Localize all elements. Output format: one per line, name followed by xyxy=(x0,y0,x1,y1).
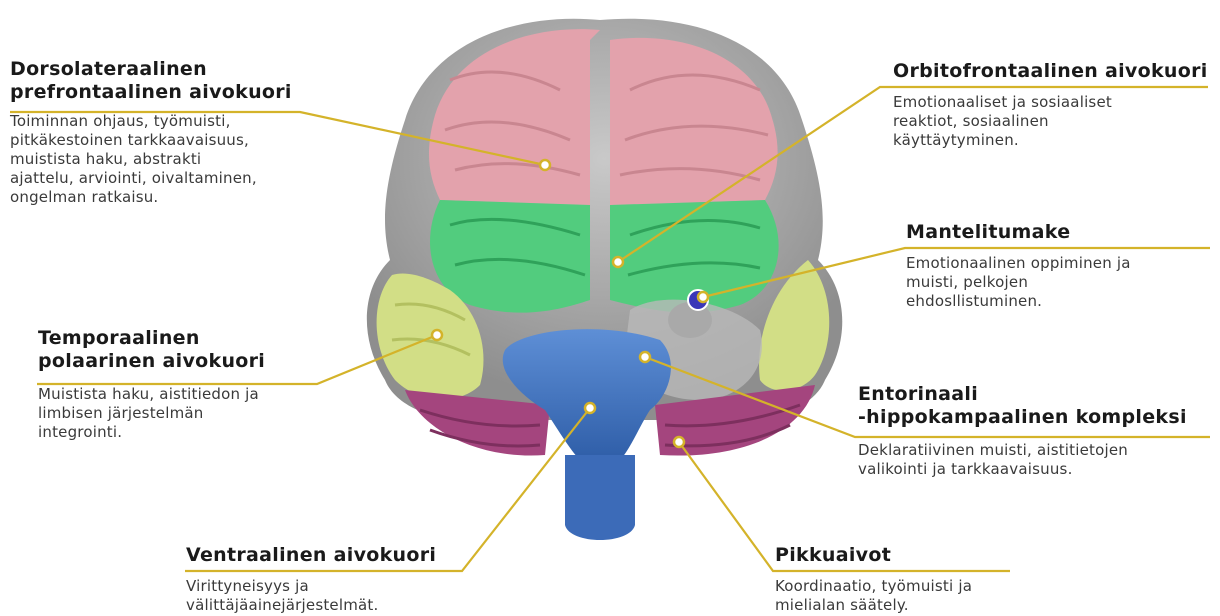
label-ventral-title: Ventraalinen aivokuori xyxy=(186,544,436,567)
dot-ofc xyxy=(613,257,623,267)
label-ofc-title: Orbitofrontaalinen aivokuori xyxy=(893,60,1208,83)
dot-dlpfc xyxy=(540,160,550,170)
label-amygdala-desc: Emotionaalinen oppiminen ja muisti, pelk… xyxy=(906,254,1131,311)
label-temporal: Temporaalinen polaarinen aivokuori Muist… xyxy=(38,327,265,442)
label-cerebellum-desc: Koordinaatio, työmuisti ja mielialan sää… xyxy=(775,577,972,615)
label-dlpfc-title: Dorsolateraalinen prefrontaalinen aivoku… xyxy=(10,58,292,104)
label-dlpfc: Dorsolateraalinen prefrontaalinen aivoku… xyxy=(10,58,292,207)
label-amygdala-title: Mantelitumake xyxy=(906,221,1131,244)
label-cerebellum: Pikkuaivot Koordinaatio, työmuisti ja mi… xyxy=(775,544,972,615)
dot-ventral xyxy=(585,403,595,413)
label-entorhinal-title: Entorinaali -hippokampaalinen kompleksi xyxy=(858,383,1187,429)
label-temporal-desc: Muistista haku, aistitiedon ja limbisen … xyxy=(38,385,265,442)
label-entorhinal-desc: Deklaratiivinen muisti, aistitietojen va… xyxy=(858,441,1187,479)
label-entorhinal: Entorinaali -hippokampaalinen kompleksi … xyxy=(858,383,1187,479)
label-ofc: Orbitofrontaalinen aivokuori Emotionaali… xyxy=(893,60,1208,150)
dot-amygdala xyxy=(698,292,708,302)
label-amygdala: Mantelitumake Emotionaalinen oppiminen j… xyxy=(906,221,1131,311)
label-temporal-title: Temporaalinen polaarinen aivokuori xyxy=(38,327,265,373)
label-dlpfc-desc: Toiminnan ohjaus, työmuisti, pitkäkestoi… xyxy=(10,112,292,207)
brainstem xyxy=(565,455,635,540)
label-ventral-desc: Virittyneisyys ja välittäjäainejärjestel… xyxy=(186,577,436,615)
label-cerebellum-title: Pikkuaivot xyxy=(775,544,972,567)
dot-temporal xyxy=(432,330,442,340)
label-ventral: Ventraalinen aivokuori Virittyneisyys ja… xyxy=(186,544,436,615)
dot-cerebellum xyxy=(674,437,684,447)
dot-entorhinal xyxy=(640,352,650,362)
label-ofc-desc: Emotionaaliset ja sosiaaliset reaktiot, … xyxy=(893,93,1208,150)
